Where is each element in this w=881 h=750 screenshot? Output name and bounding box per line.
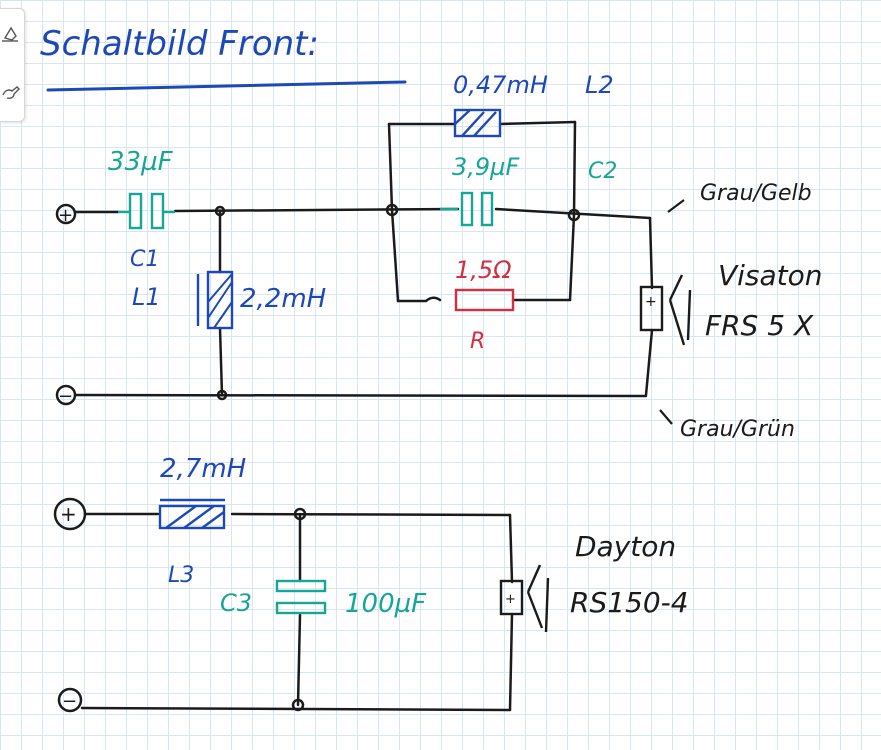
- wire: [568, 213, 576, 302]
- circuit-front: [55, 120, 654, 406]
- wire-bottom-color: Grau/Grün: [680, 417, 795, 442]
- hand-pen-icon: [2, 86, 20, 99]
- eraser-icon: [2, 26, 18, 42]
- wire: [173, 207, 460, 213]
- l2-value: 0,47mH: [453, 71, 548, 99]
- inductor-l1: [196, 270, 234, 330]
- speaker-2-polarity: +: [505, 592, 516, 607]
- speaker-dayton: [499, 564, 550, 633]
- minus-terminal-1-label: −: [58, 386, 73, 407]
- junction: [214, 205, 226, 217]
- wire-bottom-leader: [659, 409, 673, 425]
- junction: [385, 203, 399, 217]
- title-underline: [46, 80, 407, 92]
- speaker-1-model: FRS 5 X: [705, 309, 814, 342]
- l1-label: L1: [132, 283, 161, 311]
- wire: [508, 612, 514, 712]
- c3-label: C3: [220, 589, 252, 617]
- wire: [498, 120, 577, 126]
- c2-value: 3,9µF: [452, 153, 520, 181]
- c1-value: 33µF: [108, 147, 174, 177]
- wire: [648, 216, 654, 290]
- capacitor-c2: [440, 191, 494, 227]
- wire-top-leader: [667, 199, 685, 213]
- r-label: R: [470, 329, 485, 354]
- wire: [296, 613, 302, 707]
- junction: [567, 208, 581, 222]
- l3-label: L3: [168, 563, 194, 588]
- speaker-visaton: [639, 274, 692, 346]
- wire: [230, 512, 512, 517]
- c1-label: C1: [130, 247, 159, 272]
- c3-value: 100µF: [345, 589, 427, 619]
- wire: [218, 326, 224, 397]
- inductor-l3: [158, 498, 226, 530]
- wire: [390, 208, 400, 303]
- plus-terminal-1-label: +: [58, 205, 73, 226]
- speaker-1-polarity: +: [645, 294, 657, 310]
- wire: [74, 393, 648, 398]
- wire: [572, 120, 577, 217]
- side-toolbar: [0, 8, 25, 122]
- l1-value: 2,2mH: [240, 284, 326, 314]
- wire: [396, 296, 442, 303]
- minus-terminal-2-label: −: [62, 691, 77, 712]
- page-title: Schaltbild Front:: [40, 24, 319, 64]
- wire: [387, 122, 394, 212]
- plus-terminal-2-label: +: [60, 502, 77, 526]
- junction: [216, 389, 228, 401]
- speaker-2-brand: Dayton: [575, 530, 676, 563]
- r-value: 1,5Ω: [455, 256, 512, 284]
- junction: [293, 507, 307, 521]
- wire: [644, 328, 654, 397]
- pen-tool-button[interactable]: [0, 81, 22, 103]
- eraser-tool-button[interactable]: [0, 23, 22, 45]
- circuit-bass: [53, 497, 514, 713]
- l2-label: L2: [585, 71, 614, 99]
- speaker-2-model: RS150-4: [570, 586, 689, 619]
- minus-terminal-2: [57, 687, 83, 713]
- speaker-1-brand: Visaton: [718, 259, 823, 292]
- capacitor-c1: [118, 192, 175, 230]
- l3-value: 2,7mH: [160, 454, 246, 484]
- wire: [508, 513, 514, 584]
- inductor-l2: [453, 108, 502, 138]
- c2-label: C2: [588, 159, 617, 184]
- junction: [291, 698, 305, 712]
- resistor-r: [454, 288, 515, 312]
- capacitor-c3: [275, 579, 327, 615]
- wire-top-color: Grau/Gelb: [700, 181, 812, 206]
- plus-terminal-1: [55, 203, 77, 225]
